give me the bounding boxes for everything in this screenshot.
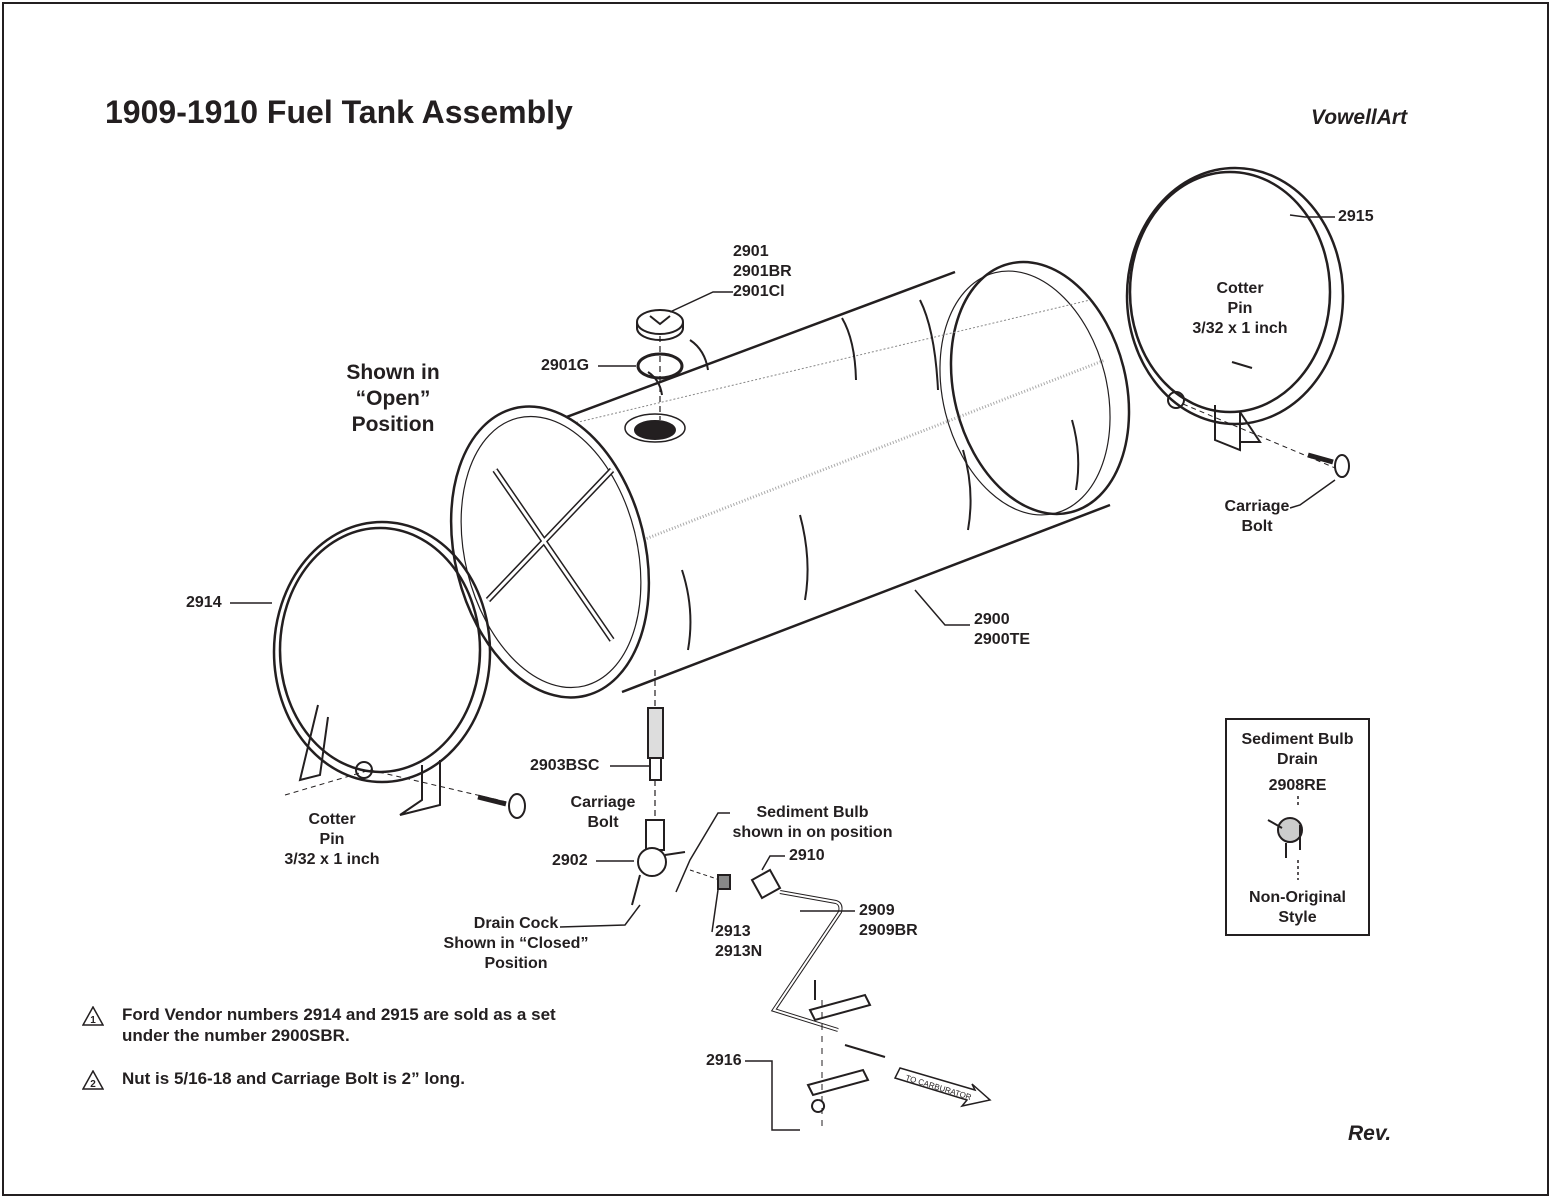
svg-text:2: 2 bbox=[90, 1079, 96, 1090]
inset-caption-line: Non-Original bbox=[1249, 889, 1346, 906]
cotter-pin-left-label: Cotter Pin 3/32 x 1 inch bbox=[272, 810, 392, 870]
note-2-triangle-icon: 2 bbox=[82, 1070, 104, 1090]
inset-caption: Non-Original Style bbox=[1227, 888, 1368, 928]
part-2901BR: 2901BR bbox=[733, 263, 792, 280]
note-1-triangle-icon: 1 bbox=[82, 1006, 104, 1026]
part-2901CI: 2901Cl bbox=[733, 283, 785, 300]
note-1-line: Ford Vendor numbers 2914 and 2915 are so… bbox=[122, 1005, 556, 1024]
carriage-bolt-right-label: Carriage Bolt bbox=[1212, 497, 1302, 537]
cotter-line: 3/32 x 1 inch bbox=[284, 851, 380, 868]
part-label-2901-group: 2901 2901BR 2901Cl bbox=[733, 242, 792, 302]
open-line-3: Position bbox=[351, 413, 435, 436]
note-1-line: under the number 2900SBR. bbox=[122, 1026, 350, 1045]
part-2913: 2913 bbox=[715, 923, 751, 940]
carriage-line: Bolt bbox=[1241, 518, 1273, 535]
cotter-line: Cotter bbox=[308, 811, 356, 828]
part-2909-group: 2909 2909BR bbox=[859, 901, 918, 941]
part-2902: 2902 bbox=[552, 852, 588, 869]
part-2916: 2916 bbox=[706, 1052, 742, 1069]
inset-title-line: Drain bbox=[1277, 751, 1318, 768]
part-2913N: 2913N bbox=[715, 943, 763, 960]
cotter-pin-right-label: Cotter Pin 3/32 x 1 inch bbox=[1180, 279, 1300, 339]
sediment-bulb-drain-image bbox=[1267, 817, 1303, 858]
leader-lines bbox=[230, 214, 1336, 1131]
strap-2914 bbox=[272, 520, 526, 819]
open-line-1: Shown in bbox=[346, 361, 440, 384]
drain-cock-assembly bbox=[631, 670, 886, 1130]
note-2-line: Nut is 5/16-18 and Carriage Bolt is 2” l… bbox=[122, 1069, 465, 1088]
note-2: Nut is 5/16-18 and Carriage Bolt is 2” l… bbox=[122, 1068, 465, 1089]
part-2900: 2900 bbox=[974, 611, 1010, 628]
sediment-line: shown in on position bbox=[732, 824, 893, 841]
part-2914: 2914 bbox=[186, 594, 222, 611]
carriage-line: Carriage bbox=[1224, 498, 1290, 515]
part-2900-group: 2900 2900TE bbox=[974, 610, 1030, 650]
part-2909: 2909 bbox=[859, 902, 895, 919]
drain-line: Shown in “Closed” bbox=[443, 935, 589, 952]
cotter-line: Cotter bbox=[1216, 280, 1264, 297]
part-2901G: 2901G bbox=[541, 357, 590, 374]
part-2903BSC: 2903BSC bbox=[530, 757, 600, 774]
sediment-line: Sediment Bulb bbox=[756, 804, 869, 821]
carriage-line: Carriage bbox=[570, 794, 636, 811]
drain-cock-label: Drain Cock Shown in “Closed” Position bbox=[430, 914, 602, 974]
part-2913-group: 2913 2913N bbox=[715, 922, 762, 962]
shown-in-open-note: Shown in “Open” Position bbox=[315, 360, 471, 438]
inset-title: Sediment Bulb Drain bbox=[1227, 730, 1368, 770]
to-carburator-arrow: TO CARBURATOR bbox=[893, 1067, 992, 1108]
strap-2915 bbox=[1125, 166, 1350, 478]
part-2901: 2901 bbox=[733, 243, 769, 260]
cotter-line: Pin bbox=[1227, 300, 1253, 317]
carriage-bolt-left-label: Carriage Bolt bbox=[558, 793, 648, 833]
drain-line: Position bbox=[484, 955, 548, 972]
filler-cap bbox=[636, 309, 684, 420]
cotter-line: 3/32 x 1 inch bbox=[1192, 320, 1288, 337]
sediment-bulb-drain-inset: Sediment Bulb Drain 2908RE Non-Original … bbox=[1225, 718, 1370, 936]
revision-label: Rev. bbox=[1348, 1122, 1392, 1145]
cotter-line: Pin bbox=[319, 831, 345, 848]
part-2909BR: 2909BR bbox=[859, 922, 918, 939]
drain-line: Drain Cock bbox=[473, 915, 559, 932]
part-2900TE: 2900TE bbox=[974, 631, 1031, 648]
brand-logo: VowellArt bbox=[1311, 106, 1408, 129]
page-title: 1909-1910 Fuel Tank Assembly bbox=[105, 94, 573, 130]
note-1: Ford Vendor numbers 2914 and 2915 are so… bbox=[122, 1004, 556, 1046]
inset-caption-line: Style bbox=[1278, 909, 1317, 926]
part-2915: 2915 bbox=[1338, 208, 1374, 225]
inset-title-line: Sediment Bulb bbox=[1241, 731, 1354, 748]
carriage-line: Bolt bbox=[587, 814, 619, 831]
inset-part-number: 2908RE bbox=[1268, 777, 1327, 794]
sediment-bulb-on-label: Sediment Bulb shown in on position bbox=[720, 803, 905, 843]
fuel-tank bbox=[449, 260, 1131, 699]
part-2910: 2910 bbox=[789, 847, 825, 864]
svg-text:1: 1 bbox=[90, 1015, 96, 1026]
open-line-2: “Open” bbox=[355, 387, 431, 410]
